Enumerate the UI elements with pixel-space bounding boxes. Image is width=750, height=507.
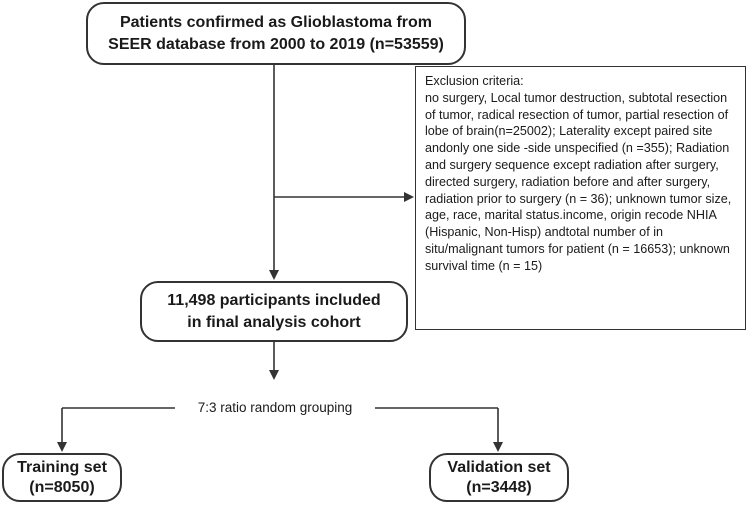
source-population-line2: SEER database from 2000 to 2019 (n=53559… (108, 35, 444, 53)
training-set-title: Training set (17, 458, 107, 476)
source-population-box: Patients confirmed as Glioblastoma from … (86, 2, 466, 65)
exclusion-criteria-title: Exclusion criteria: (425, 74, 524, 88)
analysis-cohort-line1: 11,498 participants included (167, 291, 381, 309)
training-set-box: Training set (n=8050) (2, 453, 122, 502)
random-grouping-label: 7:3 ratio random grouping (175, 399, 375, 417)
validation-set-box: Validation set (n=3448) (429, 453, 569, 502)
validation-set-count: (n=3448) (466, 478, 532, 496)
source-population-line1: Patients confirmed as Glioblastoma from (119, 13, 433, 31)
exclusion-criteria-text: no surgery, Local tumor destruction, sub… (425, 90, 732, 273)
analysis-cohort-box: 11,498 participants included in final an… (140, 281, 408, 342)
exclusion-criteria-box: Exclusion criteria: no surgery, Local tu… (415, 66, 746, 330)
training-set-count: (n=8050) (29, 478, 95, 496)
analysis-cohort-line2: in final analysis cohort (187, 313, 361, 331)
validation-set-title: Validation set (447, 458, 551, 476)
